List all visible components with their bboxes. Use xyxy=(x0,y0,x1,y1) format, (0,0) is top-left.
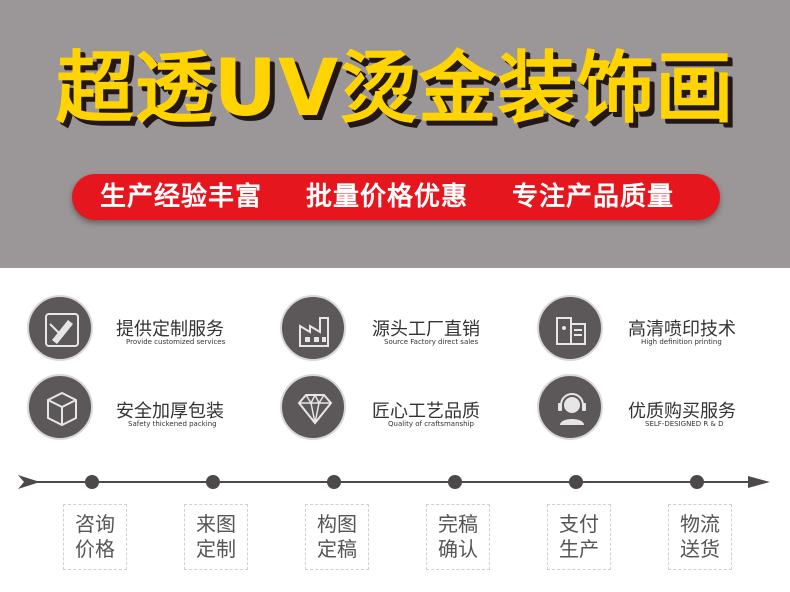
step-line-1: 构图 xyxy=(317,512,357,536)
process-step: 构图 定稿 xyxy=(305,504,369,570)
timeline-node xyxy=(690,475,704,489)
step-line-2: 价格 xyxy=(75,537,115,561)
pencil-ruler-icon xyxy=(27,295,93,361)
timeline-node xyxy=(569,475,583,489)
feature-subtitle: Provide customized services xyxy=(126,338,226,346)
step-line-2: 确认 xyxy=(438,537,478,561)
step-line-2: 定制 xyxy=(196,537,236,561)
step-line-1: 来图 xyxy=(196,512,236,536)
factory-icon xyxy=(280,295,346,361)
feature-title: 提供定制服务 xyxy=(116,319,224,340)
process-step: 支付 生产 xyxy=(547,504,611,570)
printer-icon xyxy=(537,295,603,361)
feature-title: 优质购买服务 xyxy=(628,401,736,422)
process-timeline xyxy=(18,472,770,492)
process-step: 咨询 价格 xyxy=(63,504,127,570)
slogan-2: 批量价格优惠 xyxy=(306,182,469,212)
header-panel xyxy=(0,0,790,268)
feature-subtitle: SELF-DESIGNED R & D xyxy=(645,420,724,428)
feature-subtitle: Source Factory direct sales xyxy=(384,338,479,346)
process-step: 完稿 确认 xyxy=(426,504,490,570)
process-step: 物流 送货 xyxy=(668,504,732,570)
slogan-1: 生产经验丰富 xyxy=(100,182,263,212)
step-line-2: 定稿 xyxy=(317,537,357,561)
step-line-2: 生产 xyxy=(559,537,599,561)
step-line-1: 完稿 xyxy=(438,512,478,536)
page-title: 超透UV烫金装饰画 xyxy=(55,44,735,134)
step-line-1: 物流 xyxy=(680,512,720,536)
process-step: 来图 定制 xyxy=(184,504,248,570)
feature-title: 源头工厂直销 xyxy=(372,319,480,340)
diamond-icon xyxy=(280,374,346,440)
feature-title: 高清喷印技术 xyxy=(628,319,736,340)
step-line-1: 咨询 xyxy=(75,512,115,536)
headset-icon xyxy=(537,374,603,440)
feature-subtitle: High definition printing xyxy=(641,338,722,346)
feature-subtitle: Safety thickened packing xyxy=(128,420,217,428)
feature-title: 安全加厚包装 xyxy=(116,401,224,422)
timeline-node xyxy=(327,475,341,489)
box-icon xyxy=(27,374,93,440)
timeline-node xyxy=(206,475,220,489)
timeline-node xyxy=(448,475,462,489)
feature-subtitle: Quality of craftsmanship xyxy=(388,420,474,428)
step-line-1: 支付 xyxy=(559,512,599,536)
timeline-line xyxy=(18,475,770,489)
step-line-2: 送货 xyxy=(680,537,720,561)
feature-title: 匠心工艺品质 xyxy=(372,401,480,422)
slogan-3: 专注产品质量 xyxy=(512,182,675,212)
slogan-banner: 生产经验丰富 批量价格优惠 专注产品质量 xyxy=(72,174,720,220)
timeline-node xyxy=(85,475,99,489)
